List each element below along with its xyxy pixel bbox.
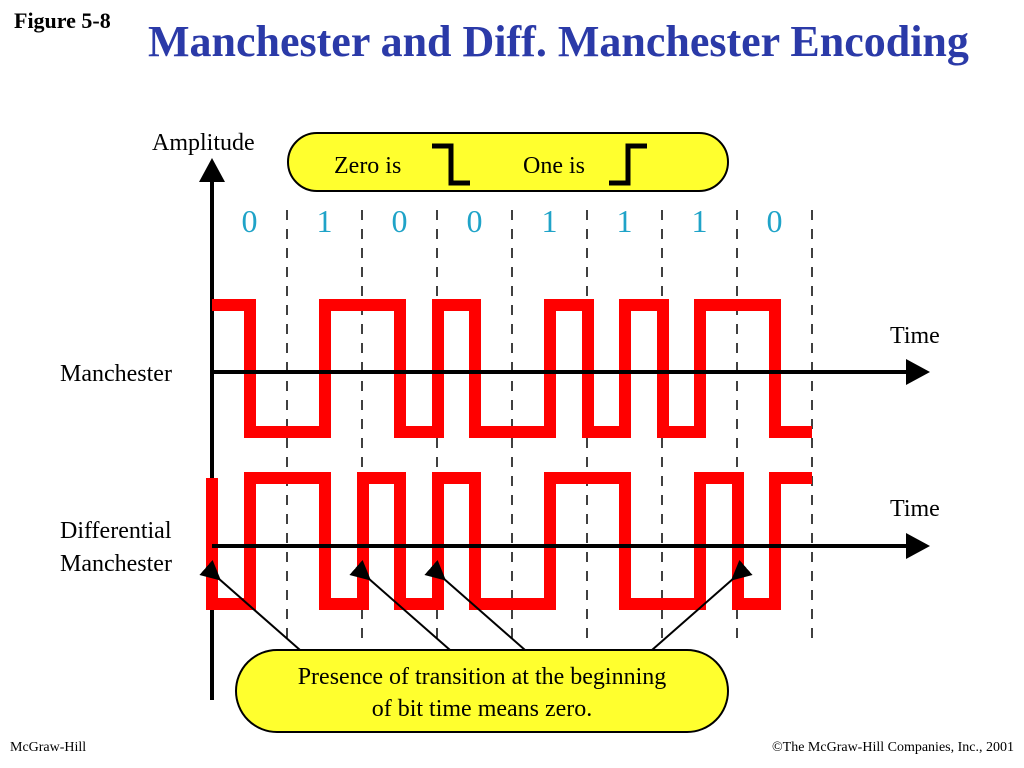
- note-line-1: Presence of transition at the beginning: [298, 664, 667, 690]
- bit-labels: 0 1 0 0 1 1 1 0: [242, 203, 783, 239]
- manchester-waveform: [212, 299, 812, 438]
- pointer-arrow-2: [349, 559, 451, 651]
- page-title: Manchester and Diff. Manchester Encoding: [148, 17, 969, 66]
- amplitude-label: Amplitude: [152, 130, 255, 156]
- bit-label: 1: [317, 203, 333, 239]
- bit-label: 0: [242, 203, 258, 239]
- pointer-arrow-3: [424, 559, 526, 651]
- note-callout: [235, 649, 729, 733]
- bit-label: 0: [467, 203, 483, 239]
- publisher-footer: McGraw-Hill: [10, 740, 87, 755]
- differential-row-label-line1: Differential: [60, 518, 172, 544]
- figure-label: Figure 5-8: [14, 8, 111, 33]
- note-line-2: of bit time means zero.: [372, 696, 593, 722]
- manchester-time-label: Time: [890, 323, 940, 349]
- copyright-footer: ©The McGraw-Hill Companies, Inc., 2001: [772, 740, 1014, 755]
- differential-time-arrowhead: [906, 533, 930, 559]
- legend-zero-label: Zero is: [334, 153, 401, 179]
- legend-one-label: One is: [523, 153, 585, 179]
- one-transition-icon: [609, 143, 647, 186]
- zero-transition-icon: [432, 143, 470, 186]
- pointer-arrow-4: [651, 559, 753, 651]
- manchester-time-arrowhead: [906, 359, 930, 385]
- bit-label: 1: [617, 203, 633, 239]
- amplitude-axis-arrowhead: [199, 158, 225, 182]
- pointer-arrow-1: [199, 559, 301, 651]
- differential-manchester-waveform: [206, 472, 812, 610]
- differential-row-label-line2: Manchester: [60, 551, 172, 577]
- manchester-row-label: Manchester: [60, 361, 172, 387]
- bit-label: 1: [542, 203, 558, 239]
- bit-label: 0: [767, 203, 783, 239]
- legend-callout: [287, 132, 729, 192]
- differential-time-label: Time: [890, 496, 940, 522]
- bit-label: 0: [392, 203, 408, 239]
- bit-label: 1: [692, 203, 708, 239]
